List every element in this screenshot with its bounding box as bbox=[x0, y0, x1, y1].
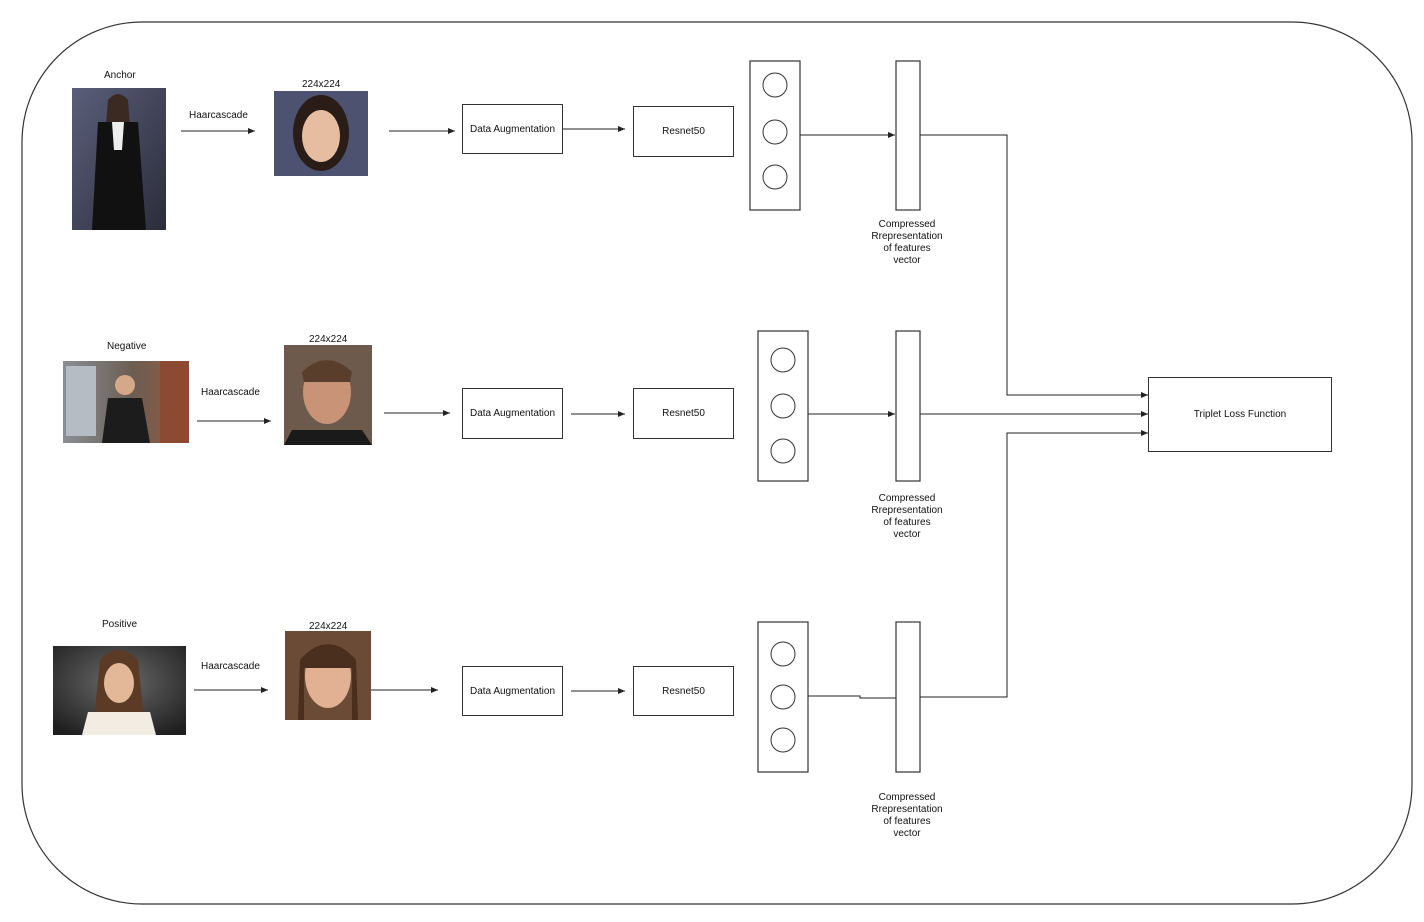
caption-line: Compressed bbox=[878, 493, 936, 504]
positive-resnet-box: Resnet50 bbox=[633, 666, 734, 716]
negative-feature-vector bbox=[895, 330, 921, 482]
caption-line: of features bbox=[883, 816, 931, 827]
positive-crop-size-label: 224x224 bbox=[309, 621, 348, 632]
anchor-label: Anchor bbox=[104, 70, 136, 81]
negative-crop-size-label: 224x224 bbox=[309, 334, 348, 345]
caption-line: vector bbox=[893, 828, 921, 839]
outer-frame bbox=[21, 21, 1413, 905]
negative-label: Negative bbox=[107, 341, 147, 352]
positive-feature-vector bbox=[895, 621, 921, 773]
anchor-resnet-box: Resnet50 bbox=[633, 106, 734, 157]
caption-line: of features bbox=[883, 243, 931, 254]
caption-line: Rrepresentation bbox=[871, 231, 943, 242]
anchor-augmentation-box: Data Augmentation bbox=[462, 104, 563, 154]
caption-line: vector bbox=[893, 529, 921, 540]
anchor-vector-caption: Compressed Rrepresentation of features v… bbox=[862, 219, 952, 267]
anchor-feature-vector bbox=[895, 60, 921, 211]
positive-vector-caption: Compressed Rrepresentation of features v… bbox=[862, 792, 952, 840]
caption-line: Compressed bbox=[878, 219, 936, 230]
caption-line: vector bbox=[893, 255, 921, 266]
anchor-haarcascade-label: Haarcascade bbox=[189, 110, 248, 121]
negative-haarcascade-label: Haarcascade bbox=[201, 387, 260, 398]
positive-augmentation-box: Data Augmentation bbox=[462, 666, 563, 716]
caption-line: Compressed bbox=[878, 792, 936, 803]
caption-line: Rrepresentation bbox=[871, 505, 943, 516]
negative-vector-caption: Compressed Rrepresentation of features v… bbox=[862, 493, 952, 541]
row-anchor-graphics bbox=[72, 60, 1148, 398]
triplet-loss-box: Triplet Loss Function bbox=[1148, 377, 1332, 452]
negative-augmentation-box: Data Augmentation bbox=[462, 388, 563, 439]
anchor-crop-size-label: 224x224 bbox=[302, 79, 341, 90]
positive-haarcascade-label: Haarcascade bbox=[201, 661, 260, 672]
row-positive-graphics bbox=[53, 430, 1148, 773]
row-negative-graphics bbox=[63, 330, 1148, 482]
caption-line: Rrepresentation bbox=[871, 804, 943, 815]
positive-label: Positive bbox=[102, 619, 138, 630]
negative-resnet-box: Resnet50 bbox=[633, 388, 734, 439]
caption-line: of features bbox=[883, 517, 931, 528]
